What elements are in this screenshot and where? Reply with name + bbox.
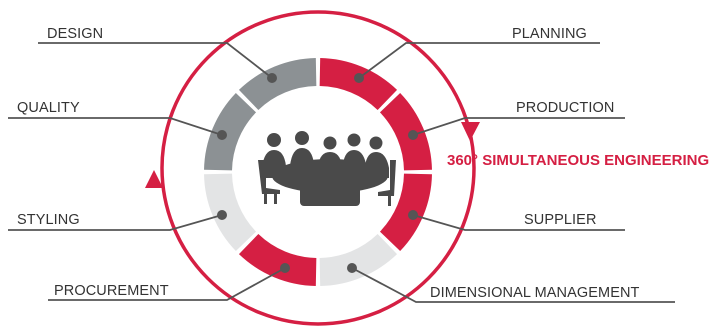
segment-procurement <box>204 173 257 252</box>
dot-design <box>267 73 277 83</box>
label-production: PRODUCTION <box>516 100 614 116</box>
segment-production <box>379 173 432 252</box>
leader-styling <box>8 214 223 231</box>
dot-quality <box>217 130 227 140</box>
dot-procurement <box>280 263 290 273</box>
dot-dimensional <box>347 263 357 273</box>
circular-arrow-icon <box>145 10 480 326</box>
label-quality: QUALITY <box>17 100 80 116</box>
label-design: DESIGN <box>47 26 103 42</box>
label-procurement: PROCUREMENT <box>54 283 169 299</box>
connector-dots <box>217 73 418 273</box>
meeting-people-icon <box>258 131 396 206</box>
segment-dimensional <box>238 233 317 286</box>
segment-supplier <box>319 233 398 286</box>
segment-ring <box>204 58 432 286</box>
leader-planning <box>358 42 600 79</box>
arrowhead-left <box>145 170 163 188</box>
dot-supplier <box>408 210 418 220</box>
segment-design <box>319 58 398 111</box>
label-supplier: SUPPLIER <box>524 212 597 228</box>
label-planning: PLANNING <box>512 26 587 42</box>
segment-quality <box>238 58 317 111</box>
leader-production <box>412 117 625 136</box>
dot-styling <box>217 210 227 220</box>
label-dimensional-management: DIMENSIONAL MANAGEMENT <box>430 285 640 301</box>
leader-dimensional <box>351 267 675 303</box>
dot-production <box>408 130 418 140</box>
cycle-ring <box>160 10 476 326</box>
leader-lines <box>8 42 675 303</box>
headline: 360° SIMULTANEOUS ENGINEERING <box>447 152 709 169</box>
label-styling: STYLING <box>17 212 80 228</box>
segment-styling <box>204 92 257 171</box>
leader-supplier <box>412 214 625 231</box>
leader-procurement <box>48 267 286 301</box>
dot-planning <box>354 73 364 83</box>
segment-planning <box>379 92 432 171</box>
leader-design <box>38 42 273 79</box>
leader-quality <box>8 117 223 136</box>
arrowhead-right <box>461 122 480 141</box>
